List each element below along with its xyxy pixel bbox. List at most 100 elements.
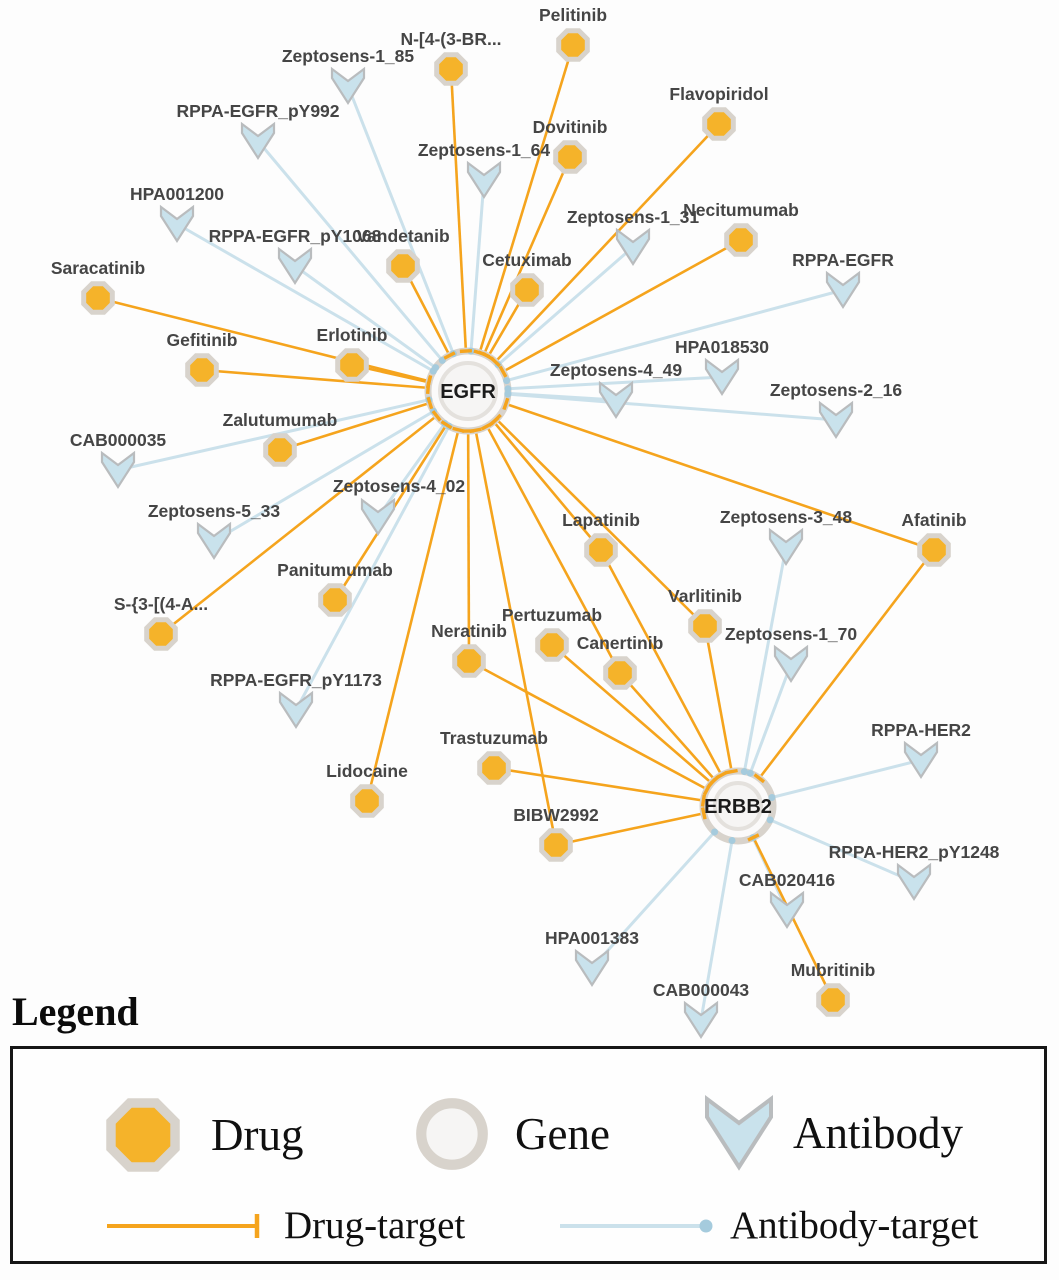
antibody-label: Zeptosens-4_49: [550, 360, 683, 380]
drug-label: Gefitinib: [167, 330, 238, 350]
drug-label: Lidocaine: [326, 761, 408, 781]
antibody-node: [818, 400, 854, 440]
drug-edge-tee: [443, 351, 456, 360]
antibody-node: [704, 357, 740, 397]
drug-node: [477, 751, 511, 785]
antibody-node: [768, 527, 804, 567]
drug-edge-tee: [702, 783, 712, 796]
antibody-edge-endpoint-dot: [768, 793, 776, 801]
drug-edge-tee: [747, 833, 760, 842]
antibody-node: [360, 497, 396, 537]
antibody-label: Zeptosens-5_33: [148, 501, 281, 521]
labels-layer: EGFRERBB2PelitinibN-[4-(3-BR...Dovitinib…: [51, 5, 1000, 1000]
gene-label: EGFR: [440, 381, 496, 403]
legend-item-antibody: Antibody: [699, 1095, 963, 1171]
drug-node: [510, 273, 544, 307]
drug-target-edge: [736, 549, 936, 807]
antibody-node: [825, 270, 861, 310]
antibody-node: [773, 644, 809, 684]
drug-target-edge: [365, 390, 470, 802]
drug-target-edge: [160, 389, 469, 636]
antibody-target-edge: [467, 389, 837, 422]
antibody-node: [196, 521, 232, 561]
drug-node: [553, 140, 587, 174]
drug-label: Pelitinib: [539, 5, 607, 25]
drug-node: [688, 609, 722, 643]
legend-label-drug-target: Drug-target: [284, 1204, 466, 1247]
antibody-target-edge: [117, 389, 469, 472]
antibody-label: RPPA-EGFR: [792, 250, 894, 270]
antibody-edge-endpoint-dot: [438, 356, 446, 364]
drug-edge-tee: [431, 410, 442, 422]
drug-edge-tee: [440, 420, 453, 430]
drug-target-edge: [466, 390, 558, 846]
antibody-edge-endpoint-dot: [728, 836, 736, 844]
drug-target-edge: [467, 123, 720, 392]
drug-node: [263, 433, 297, 467]
antibody-edge-endpoint-dot: [746, 769, 754, 777]
drug-label: Afatinib: [901, 510, 966, 530]
drug-target-edge: [551, 644, 739, 807]
drug-label: Cetuximab: [482, 250, 571, 270]
drug-octagon-icon: [106, 1098, 180, 1172]
antibody-label: CAB000043: [653, 980, 750, 1000]
drug-node: [603, 656, 637, 690]
antibody-label: RPPA-EGFR_pY1068: [209, 226, 382, 246]
drug-node: [318, 583, 352, 617]
antibody-label: Zeptosens-1_70: [725, 624, 858, 644]
drug-label: Neratinib: [431, 621, 507, 641]
antibody-node: [100, 450, 136, 490]
drug-edge-tee: [498, 365, 508, 378]
legend-label-gene: Gene: [515, 1109, 610, 1159]
drug-target-edge: [466, 390, 471, 662]
drug-label: S-{3-[(4-A...: [114, 594, 208, 614]
drug-label: N-[4-(3-BR...: [400, 29, 501, 49]
drug-edge-tee: [480, 421, 494, 431]
antibody-node: [330, 66, 366, 106]
antibody-target-edge: [176, 222, 469, 393]
drug-label: Necitumumab: [683, 200, 799, 220]
antibody-node: [159, 204, 195, 244]
gene-circle-icon: [416, 1098, 488, 1170]
drug-target-edge: [449, 68, 470, 392]
drug-node: [144, 617, 178, 651]
gene-label: ERBB2: [704, 796, 772, 818]
legend-title: Legend: [12, 989, 139, 1034]
drug-target-edge: [466, 44, 575, 392]
drug-label: Mubritinib: [791, 960, 876, 980]
antibody-edge-endpoint-dot: [432, 364, 440, 372]
antibody-label: Zeptosens-4_02: [333, 476, 466, 496]
drug-edge-tee: [502, 397, 510, 411]
drug-node: [724, 223, 758, 257]
drug-target-edge: [467, 389, 935, 552]
antibody-label: Zeptosens-1_64: [418, 140, 551, 160]
antibody-node: [278, 690, 314, 730]
antibody-node: [683, 1000, 719, 1040]
gene-nodes-layer: [424, 347, 777, 845]
drug-node: [556, 28, 590, 62]
gene-node-inner: [713, 781, 763, 831]
drug-edge-tee: [490, 413, 502, 425]
drug-octagon-shape: [106, 1098, 180, 1172]
antibody-node: [240, 121, 276, 161]
drug-label: Saracatinib: [51, 258, 145, 278]
drug-node: [535, 628, 569, 662]
antibody-node: [903, 740, 939, 780]
drug-edge-tee: [725, 768, 738, 775]
antibody-target-edge: [294, 390, 470, 711]
drug-edge-tee: [469, 427, 482, 434]
drug-target-edge: [493, 766, 739, 808]
antibody-node: [277, 246, 313, 286]
antibody-label: RPPA-EGFR_pY992: [176, 101, 339, 121]
nodes-layer: [81, 28, 951, 1040]
legend-label-antibody: Antibody: [793, 1108, 964, 1158]
drug-target-edge: [201, 368, 469, 393]
drug-label: Trastuzumab: [440, 728, 548, 748]
antibody-node: [598, 380, 634, 420]
drug-edge-tee: [425, 376, 432, 389]
drug-label: Canertinib: [577, 633, 664, 653]
antibody-node: [769, 890, 805, 930]
drug-target-edge-icon: [107, 1213, 260, 1238]
